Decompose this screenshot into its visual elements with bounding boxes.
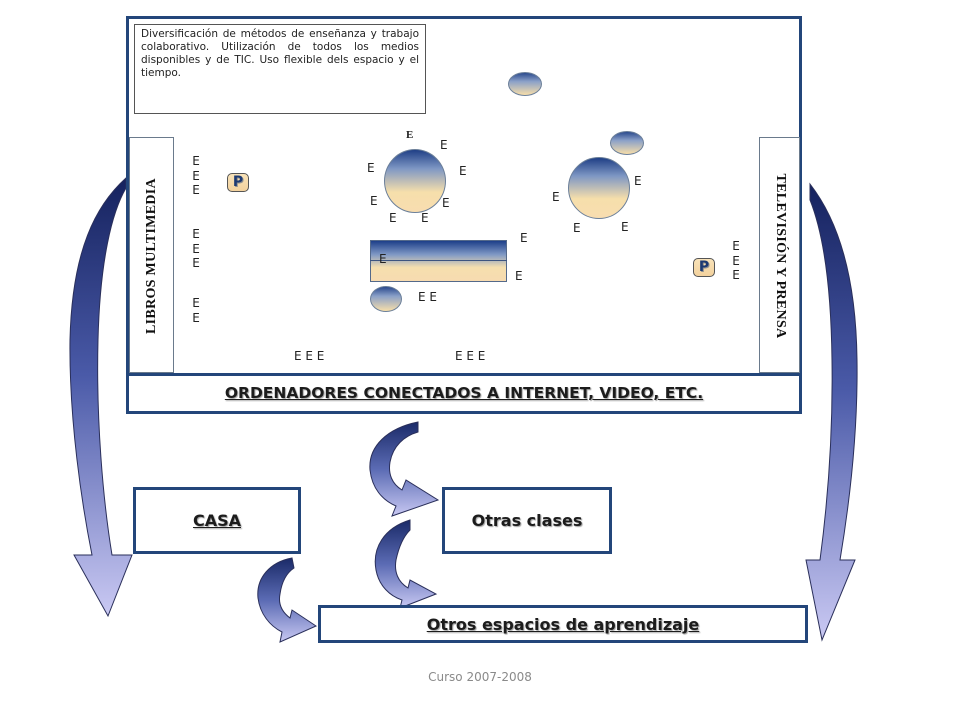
table-divider-line bbox=[370, 260, 507, 261]
television-y-prensa-label: TELEVISIÓN Y PRENSA bbox=[773, 173, 788, 339]
otras-clases-label: Otras clases bbox=[471, 511, 583, 530]
student: E bbox=[192, 168, 200, 183]
otros-espacios-label: Otros espacios de aprendizaje bbox=[426, 615, 700, 634]
student: E bbox=[459, 164, 467, 178]
right-curved-arrow bbox=[805, 182, 858, 642]
otros-espacios-box: Otros espacios de aprendizaje bbox=[318, 605, 808, 643]
student: E bbox=[552, 190, 560, 204]
student: E bbox=[515, 269, 523, 283]
student: E bbox=[732, 253, 740, 268]
rectangular-table bbox=[370, 240, 507, 282]
student: E bbox=[621, 220, 629, 234]
student: E bbox=[389, 211, 397, 225]
student: E bbox=[370, 194, 378, 208]
student: E bbox=[440, 138, 448, 152]
footer-course: Curso 2007-2008 bbox=[428, 670, 532, 684]
classroom-to-otras-clases-arrow bbox=[369, 421, 440, 517]
student: E bbox=[634, 174, 642, 188]
student: E bbox=[192, 241, 200, 256]
student: E bbox=[732, 268, 740, 282]
libros-multimedia-label: LIBROS MULTIMEDIA bbox=[144, 178, 159, 334]
description-note: Diversificación de métodos de enseñanza … bbox=[134, 24, 426, 114]
ordenadores-label: ORDENADORES CONECTADOS A INTERNET, VIDEO… bbox=[224, 384, 704, 402]
small-orb-bottom bbox=[370, 286, 402, 312]
student: E bbox=[192, 183, 200, 197]
otras-clases-box: Otras clases bbox=[442, 487, 612, 554]
student: E bbox=[442, 196, 450, 210]
classroom-divider bbox=[126, 373, 802, 376]
student-column-left: E E E bbox=[189, 227, 203, 271]
student: E bbox=[520, 231, 528, 245]
casa-to-otros-espacios-arrow bbox=[257, 557, 318, 643]
student: E bbox=[732, 239, 740, 253]
casa-box: CASA bbox=[133, 487, 301, 554]
small-orb-top bbox=[508, 72, 542, 96]
student: E bbox=[192, 256, 200, 270]
student: E bbox=[421, 211, 429, 225]
student-column-left: E E bbox=[189, 296, 203, 325]
student-group-left: E E E bbox=[294, 349, 325, 363]
student: E bbox=[367, 161, 375, 175]
student: E bbox=[192, 310, 200, 325]
student: E bbox=[573, 221, 581, 235]
otras-clases-to-otros-espacios-arrow bbox=[374, 519, 438, 609]
round-table-1 bbox=[384, 149, 446, 213]
right-side-panel: TELEVISIÓN Y PRENSA bbox=[759, 137, 800, 373]
classroom-frame bbox=[126, 16, 802, 414]
student: E bbox=[192, 296, 200, 310]
student-group-right: E E E bbox=[455, 349, 486, 363]
student: E bbox=[192, 227, 200, 241]
small-orb-right bbox=[610, 131, 644, 155]
student: E bbox=[192, 154, 200, 168]
student: E bbox=[379, 252, 387, 266]
student-pair: E E bbox=[418, 290, 437, 304]
left-curved-arrow bbox=[69, 176, 133, 618]
casa-label: CASA bbox=[192, 511, 242, 530]
round-table-2 bbox=[568, 157, 630, 219]
student: E bbox=[406, 129, 414, 141]
teacher-badge-left: P bbox=[227, 173, 249, 192]
student-column-left: E E E bbox=[189, 154, 203, 198]
teacher-badge-right: P bbox=[693, 258, 715, 277]
student-column-right: E E E bbox=[729, 239, 743, 283]
left-side-panel: LIBROS MULTIMEDIA bbox=[129, 137, 174, 373]
